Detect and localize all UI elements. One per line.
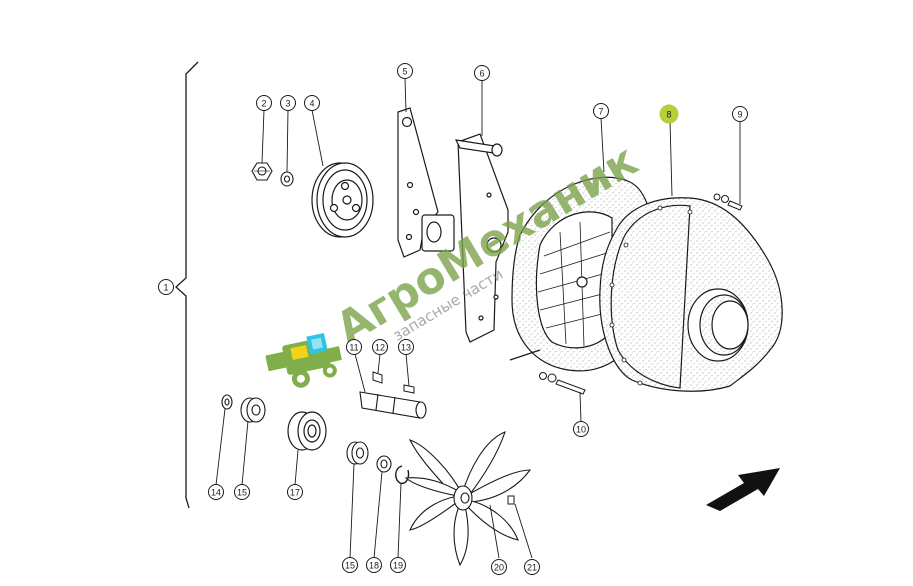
callout-4: 4 xyxy=(304,95,320,111)
callout-circle xyxy=(208,484,224,500)
callout-9: 9 xyxy=(732,106,748,122)
part-shaft xyxy=(359,391,427,419)
callout-label: 12 xyxy=(375,343,385,353)
callout-circle xyxy=(390,557,406,573)
callout-label: 18 xyxy=(369,561,379,571)
callout-label: 8 xyxy=(666,110,671,120)
callout-1: 1 xyxy=(158,279,174,295)
part-set-screw xyxy=(507,495,515,505)
part-key xyxy=(372,371,383,384)
callout-15: 15 xyxy=(342,557,358,573)
callout-18: 18 xyxy=(366,557,382,573)
part-bolt xyxy=(539,372,586,395)
part-arm xyxy=(454,133,509,343)
callout-label: 20 xyxy=(494,563,504,573)
part-bearing-second xyxy=(346,441,369,465)
callout-label: 7 xyxy=(598,107,603,117)
callout-label: 15 xyxy=(345,561,355,571)
callout-2: 2 xyxy=(256,95,272,111)
callout-label: 11 xyxy=(349,343,358,353)
callout-12: 12 xyxy=(372,339,388,355)
callout-5: 5 xyxy=(397,63,413,79)
callout-circle xyxy=(573,421,589,437)
callout-circle xyxy=(287,484,303,500)
callout-circle xyxy=(372,339,388,355)
direction-arrow-icon xyxy=(706,468,780,511)
callout-19: 19 xyxy=(390,557,406,573)
combine-harvester-logo-icon xyxy=(265,332,342,388)
callout-label: 21 xyxy=(527,563,537,573)
callout-circle xyxy=(280,95,296,111)
callout-circle xyxy=(397,63,413,79)
callout-label: 17 xyxy=(290,488,300,498)
callout-8: 8 xyxy=(659,104,679,124)
callout-15: 15 xyxy=(234,484,250,500)
callout-label: 15 xyxy=(237,488,247,498)
part-fan-housing xyxy=(599,197,783,392)
callout-circle xyxy=(491,559,507,575)
callout-3: 3 xyxy=(280,95,296,111)
callout-label: 6 xyxy=(479,69,484,79)
callout-circle xyxy=(346,339,362,355)
callout-circle xyxy=(524,559,540,575)
callout-20: 20 xyxy=(491,559,507,575)
part-bolt-set xyxy=(713,193,743,211)
callout-circle xyxy=(256,95,272,111)
assembly-brace xyxy=(175,61,199,509)
part-fan-impeller xyxy=(404,431,532,567)
part-bearing xyxy=(240,397,266,423)
callout-circle xyxy=(304,95,320,111)
callout-10: 10 xyxy=(573,421,589,437)
callout-circle xyxy=(234,484,250,500)
part-washer-thin xyxy=(376,455,392,473)
callout-circle xyxy=(732,106,748,122)
part-nut xyxy=(251,162,273,181)
callout-label: 1 xyxy=(163,283,168,293)
callout-11: 11 xyxy=(346,339,362,355)
callout-label: 5 xyxy=(402,67,407,77)
part-bearing-large xyxy=(287,411,327,451)
callout-label: 19 xyxy=(393,561,403,571)
callout-14: 14 xyxy=(208,484,224,500)
callout-circle xyxy=(474,65,490,81)
part-pin xyxy=(403,384,415,394)
callout-13: 13 xyxy=(398,339,414,355)
leader-lines xyxy=(215,77,741,559)
callout-label: 4 xyxy=(309,99,314,109)
callout-circle xyxy=(342,557,358,573)
callout-circle xyxy=(158,279,174,295)
callout-17: 17 xyxy=(287,484,303,500)
part-washer-small xyxy=(221,394,233,410)
callout-circle xyxy=(398,339,414,355)
callout-label: 10 xyxy=(576,425,586,435)
callout-label: 13 xyxy=(401,343,411,353)
callout-label: 3 xyxy=(285,99,290,109)
callout-7: 7 xyxy=(593,103,609,119)
callout-circle xyxy=(366,557,382,573)
callout-label: 2 xyxy=(261,99,266,109)
part-circlip xyxy=(395,465,410,485)
part-washer xyxy=(280,171,294,187)
callout-label: 14 xyxy=(211,488,221,498)
callout-label: 9 xyxy=(737,110,742,120)
callout-circle xyxy=(659,104,679,124)
part-pulley xyxy=(311,162,374,238)
callout-21: 21 xyxy=(524,559,540,575)
part-bracket xyxy=(397,107,455,258)
callout-6: 6 xyxy=(474,65,490,81)
callout-circle xyxy=(593,103,609,119)
